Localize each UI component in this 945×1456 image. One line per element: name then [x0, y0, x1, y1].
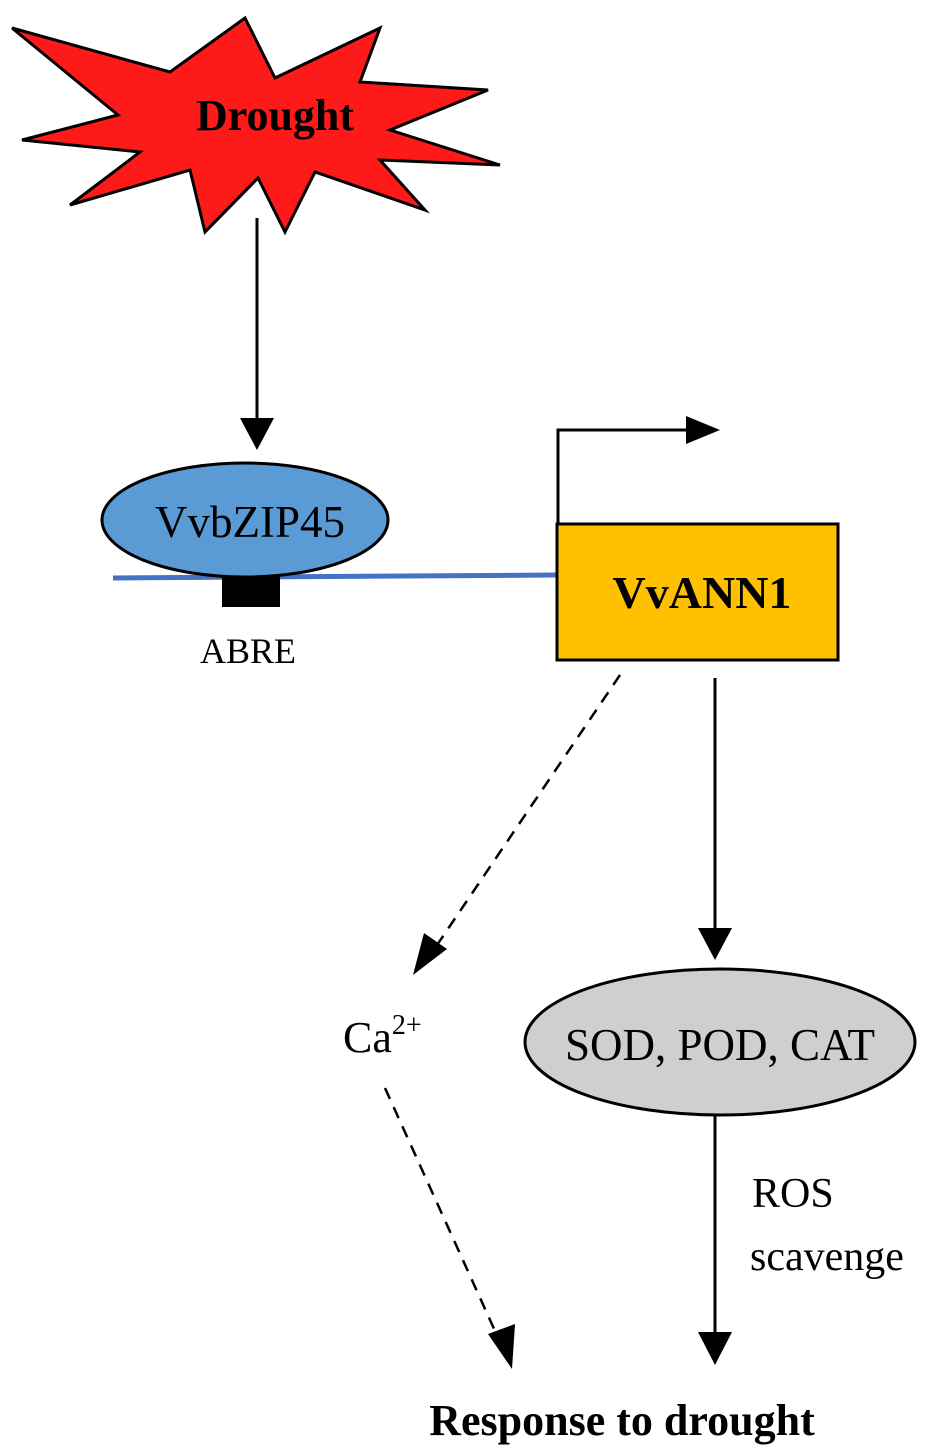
response-label: Response to drought — [429, 1396, 815, 1445]
enzymes-label: SOD, POD, CAT — [565, 1020, 875, 1070]
gene-to-enzymes-arrow — [698, 678, 732, 960]
enzymes-to-response-arrow — [698, 1115, 732, 1365]
drought-to-tf-arrow — [240, 218, 274, 450]
ros-label: ROS — [752, 1171, 834, 1217]
drought-label: Drought — [196, 91, 354, 140]
enzymes-ellipse — [523, 967, 917, 1117]
vvann1-label: VvANN1 — [613, 567, 792, 618]
calcium-to-response-arrow — [383, 1087, 515, 1369]
dna-strand — [112, 572, 557, 581]
transcription-start-arrow — [556, 416, 720, 524]
abre-label: ABRE — [200, 631, 296, 671]
scavenge-label: scavenge — [750, 1234, 904, 1280]
drought-burst — [11, 15, 501, 236]
vvbzip45-ellipse — [100, 461, 390, 579]
vvbzip45-label: VvbZIP45 — [155, 497, 345, 547]
gene-to-calcium-arrow — [413, 674, 622, 975]
calcium-label: Ca2+ — [343, 1010, 422, 1062]
vvann1-box — [555, 522, 840, 662]
